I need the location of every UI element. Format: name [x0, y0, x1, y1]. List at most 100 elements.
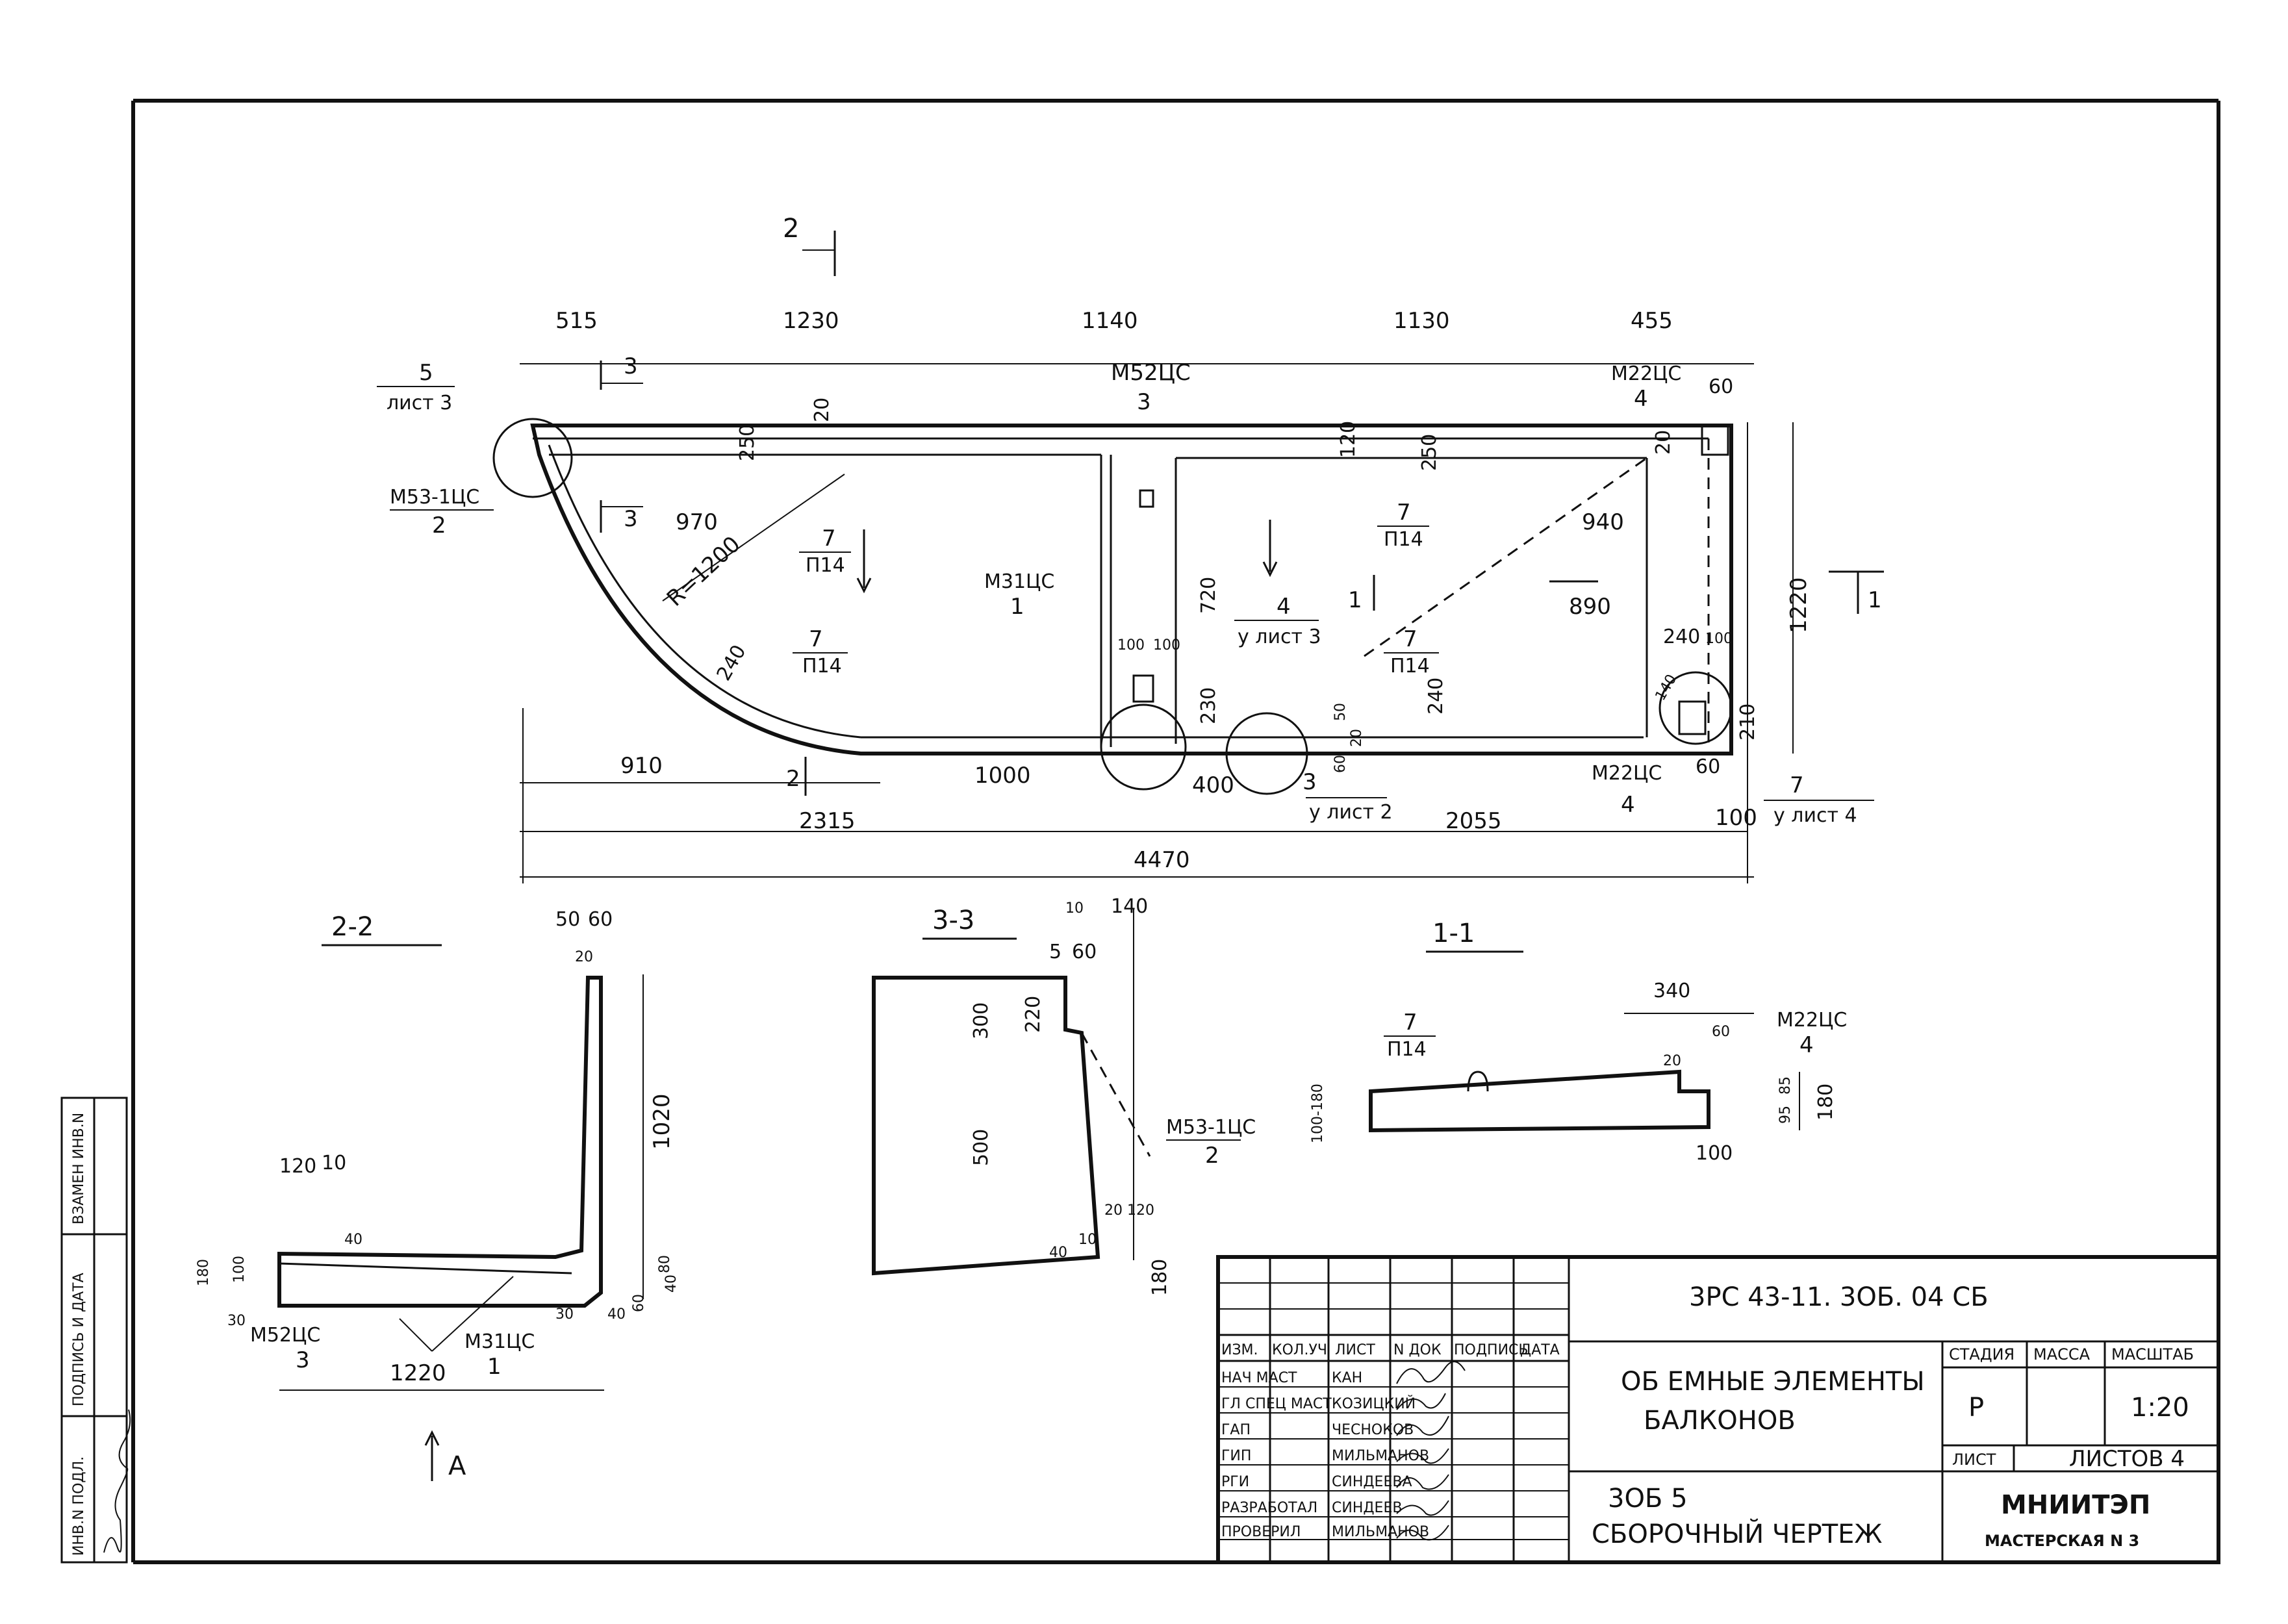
- dim: 10: [322, 1152, 346, 1174]
- dim: 10: [1065, 900, 1084, 917]
- svg-text:7: 7: [1397, 500, 1411, 526]
- dim: 30: [227, 1313, 246, 1329]
- svg-text:7: 7: [822, 526, 836, 552]
- dim: 95: [1777, 1106, 1794, 1124]
- dim: 180: [196, 1259, 212, 1286]
- mass-label: МАССА: [2033, 1345, 2091, 1364]
- dim-inner: 100: [1117, 637, 1145, 653]
- plan-view: 515 1230 1140 1130 455 910 1000 400 2315…: [377, 214, 1884, 883]
- dim-inner: 140: [1653, 672, 1681, 704]
- head-podpis: ПОДПИСЬ: [1454, 1342, 1529, 1358]
- label-m52-sheet: 3: [296, 1347, 310, 1373]
- dim: 50: [555, 908, 580, 931]
- svg-text:3: 3: [624, 506, 638, 532]
- head-izm: ИЗМ.: [1221, 1342, 1258, 1358]
- section-2-2-title: 2-2: [331, 912, 374, 942]
- svg-text:4: 4: [1621, 792, 1635, 818]
- dim-inner: 20: [1652, 430, 1675, 455]
- callout-4: 4 у лист 3: [1234, 594, 1321, 648]
- callout-7-p14-b: 7 П14: [793, 626, 848, 678]
- svg-text:3: 3: [1303, 769, 1317, 795]
- svg-text:1: 1: [1868, 587, 1882, 613]
- dim: 140: [1111, 895, 1148, 918]
- callout-3: 3 у лист 2: [1303, 769, 1393, 824]
- dim: 20: [575, 949, 593, 965]
- svg-text:1: 1: [1348, 587, 1362, 613]
- drawing-type: СБОРОЧНЫЙ ЧЕРТЕЖ: [1592, 1518, 1883, 1549]
- dim: 100: [231, 1256, 248, 1283]
- workshop-name: МАСТЕРСКАЯ N 3: [1985, 1532, 2139, 1550]
- svg-text:у лист 2: у лист 2: [1309, 801, 1393, 824]
- dim-inner: 890: [1569, 594, 1611, 620]
- dim: 120: [1127, 1202, 1154, 1219]
- dim-inner: 120: [1337, 421, 1360, 458]
- title-block: ИЗМ. КОЛ.УЧ ЛИСТ N ДОК ПОДПИСЬ ДАТА НАЧ …: [1216, 1255, 2220, 1564]
- section-3-3: 3-3 10 140 5 60 300 220 500 40 10 20 120…: [872, 895, 1256, 1296]
- svg-text:4: 4: [1277, 594, 1291, 620]
- svg-text:7: 7: [1790, 772, 1804, 798]
- dim: 80: [657, 1255, 673, 1273]
- dim: 300: [970, 1002, 993, 1039]
- dim: 40: [344, 1232, 362, 1248]
- dim-width-1220: 1220: [390, 1360, 446, 1386]
- svg-text:M22ЦС: M22ЦС: [1592, 762, 1662, 785]
- name-0: КАН: [1332, 1370, 1362, 1386]
- label-m31-sheet: 1: [487, 1354, 502, 1380]
- svg-text:3: 3: [1137, 389, 1151, 415]
- dim-inner: 940: [1582, 509, 1624, 535]
- dim-inner: 240: [1425, 678, 1447, 715]
- section-3-3-title: 3-3: [932, 906, 974, 935]
- name-2: ЧЕСНОКОВ: [1332, 1422, 1414, 1438]
- section-2-2: 2-2 50 60 20 1020 120 10 40 180 100 30 8…: [196, 908, 680, 1481]
- section-1-1-title: 1-1: [1432, 919, 1475, 948]
- title-line2: БАЛКОНОВ: [1644, 1406, 1796, 1436]
- svg-text:M52ЦС: M52ЦС: [1111, 360, 1191, 386]
- dim-inner: 250: [1418, 434, 1441, 471]
- svg-text:7: 7: [809, 626, 823, 652]
- dim: 100: [1696, 1142, 1733, 1165]
- dim-inner: 60: [1696, 755, 1720, 778]
- svg-text:П14: П14: [1384, 528, 1423, 551]
- strip-label-signature: ПОДПИСЬ И ДАТА: [71, 1273, 87, 1406]
- dim: 120: [279, 1155, 316, 1178]
- dim: 20: [1104, 1202, 1123, 1219]
- dim: 60: [631, 1294, 647, 1312]
- element-mark: 3ОБ 5: [1608, 1484, 1688, 1514]
- section-1-1-label-m22: M22ЦС: [1777, 1009, 1847, 1032]
- label-m53: M53-1ЦС: [1166, 1116, 1256, 1139]
- cut-marker-1-left: 1: [1348, 575, 1375, 613]
- svg-text:П14: П14: [806, 554, 845, 577]
- head-data: ДАТА: [1520, 1342, 1560, 1358]
- dim-inner: 250: [736, 424, 759, 461]
- dim-bottom-910: 910: [620, 753, 663, 779]
- sheet-label: ЛИСТ: [1952, 1451, 1996, 1469]
- dim: 85: [1777, 1076, 1794, 1095]
- stage-value: Р: [1968, 1393, 1984, 1423]
- binding-strip: ВЗАМЕН ИНВ.N ПОДПИСЬ И ДАТА ИНВ.N ПОДЛ.: [60, 1097, 131, 1564]
- name-5: СИНДЕЕВ: [1332, 1500, 1402, 1516]
- organization-name: МНИИТЭП: [2001, 1490, 2150, 1520]
- dim-top-455: 455: [1631, 308, 1673, 334]
- dim-inner: 210: [1736, 704, 1759, 741]
- callout-m22-bottom: M22ЦС 4: [1592, 762, 1662, 818]
- cut-marker-3-top: 3: [600, 353, 643, 390]
- cut-marker-3-bottom: 3: [600, 500, 643, 533]
- role-1: ГЛ СПЕЦ МАСТ: [1221, 1396, 1332, 1412]
- label-m53-sheet: 2: [1205, 1143, 1219, 1169]
- dim-radius: R=1200: [662, 531, 746, 612]
- dim-inner: 240: [713, 641, 751, 685]
- dim-bottom-4470: 4470: [1134, 847, 1190, 873]
- dim-inner: 720: [1197, 577, 1220, 614]
- dim: 60: [1712, 1024, 1730, 1040]
- svg-text:у лист 4: у лист 4: [1773, 804, 1857, 827]
- document-code: 3PC 43-11. 3ОБ. 04 СБ: [1689, 1282, 1989, 1312]
- svg-text:M53-1ЦС: M53-1ЦС: [390, 486, 479, 509]
- dim: 60: [588, 908, 613, 931]
- dim: 500: [970, 1129, 993, 1166]
- cut-marker-1-right: 1: [1829, 570, 1884, 614]
- dim: 60: [1072, 941, 1097, 963]
- section-1-1-label-m22-sheet: 4: [1799, 1032, 1814, 1058]
- name-6: МИЛЬМАНОВ: [1332, 1524, 1429, 1540]
- sheets-count: ЛИСТОВ 4: [2069, 1446, 2185, 1472]
- svg-text:1: 1: [1010, 594, 1024, 620]
